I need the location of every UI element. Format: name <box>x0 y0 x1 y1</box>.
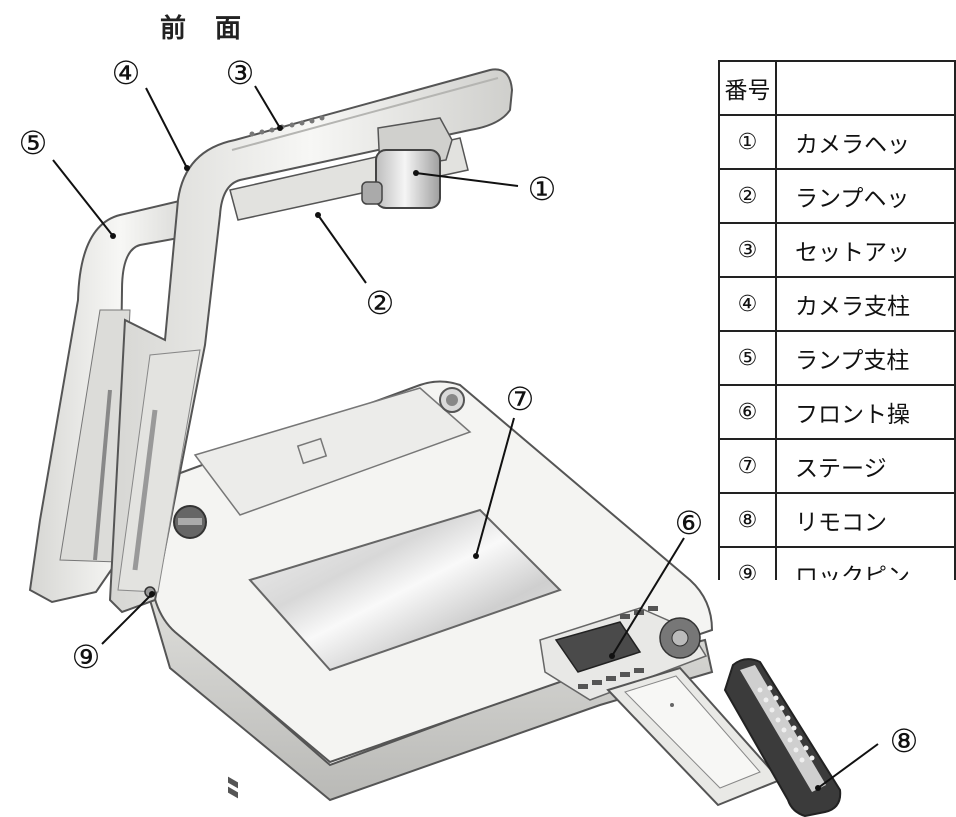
vent-grille <box>228 776 238 799</box>
table-row: ⑨ ロックピン <box>718 546 956 580</box>
leader-dots <box>110 125 821 791</box>
table-row: ⑥ フロント操 <box>718 384 956 440</box>
row-name: ランプ支柱 <box>775 330 956 386</box>
row-name: フロント操 <box>775 384 956 440</box>
callout-1: ① <box>528 170 557 208</box>
leader-lines <box>52 85 879 789</box>
camera-arm <box>108 68 514 614</box>
table-row: ⑦ ステージ <box>718 438 956 494</box>
callout-2: ② <box>366 284 395 322</box>
remote-tray <box>606 666 782 807</box>
table-row: ① カメラヘッ <box>718 114 956 170</box>
row-name: リモコン <box>775 492 956 548</box>
table-row: ③ セットアッ <box>718 222 956 278</box>
row-number: ⑥ <box>718 384 778 440</box>
stage <box>248 508 562 672</box>
table-header-row: 番号 <box>718 60 956 116</box>
callout-3: ③ <box>226 54 255 92</box>
callout-4: ④ <box>112 54 141 92</box>
front-control-panel <box>539 606 708 701</box>
row-number: ⑤ <box>718 330 778 386</box>
page-title: 前 面 <box>160 14 252 44</box>
remote-control <box>723 658 842 817</box>
parts-table: 番号 ① カメラヘッ ② ランプヘッ ③ セットアッ ④ カメラ支柱 ⑤ <box>718 60 956 580</box>
callout-9: ⑨ <box>72 638 101 676</box>
camera-head <box>361 117 453 209</box>
row-name: セットアッ <box>775 222 956 278</box>
row-name: カメラ支柱 <box>775 276 956 332</box>
row-number: ① <box>718 114 778 170</box>
row-name: ランプヘッ <box>775 168 956 224</box>
row-number: ⑧ <box>718 492 778 548</box>
row-name: ステージ <box>775 438 956 494</box>
row-number: ⑨ <box>718 546 778 580</box>
callout-7: ⑦ <box>506 380 535 418</box>
callout-6: ⑥ <box>675 504 704 542</box>
row-number: ④ <box>718 276 778 332</box>
parts-table-grid: 番号 ① カメラヘッ ② ランプヘッ ③ セットアッ ④ カメラ支柱 ⑤ <box>718 60 956 580</box>
callout-5: ⑤ <box>19 124 48 162</box>
row-name: カメラヘッ <box>775 114 956 170</box>
callout-8: ⑧ <box>890 722 919 760</box>
header-name <box>775 60 956 116</box>
row-number: ② <box>718 168 778 224</box>
table-row: ② ランプヘッ <box>718 168 956 224</box>
table-row: ④ カメラ支柱 <box>718 276 956 332</box>
row-number: ⑦ <box>718 438 778 494</box>
header-number: 番号 <box>718 60 778 116</box>
table-row: ⑧ リモコン <box>718 492 956 548</box>
table-row: ⑤ ランプ支柱 <box>718 330 956 386</box>
row-number: ③ <box>718 222 778 278</box>
row-name: ロックピン <box>775 546 956 580</box>
